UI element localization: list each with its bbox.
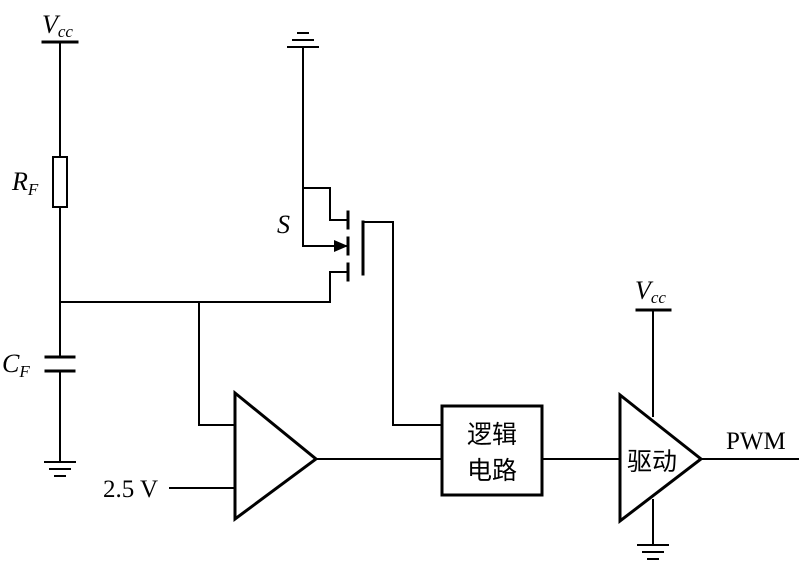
output-label: PWM — [726, 428, 786, 455]
pwm-output: PWM — [700, 428, 799, 460]
ground-driver — [637, 544, 669, 560]
mosfet-switch: S — [277, 187, 443, 426]
resistor-label: RF — [11, 167, 39, 199]
capacitor-cf: CF — [2, 349, 76, 381]
vcc-supply-top: Vcc — [41, 10, 79, 44]
node-wires — [59, 271, 331, 426]
logic-block-line1: 逻辑 — [467, 420, 517, 449]
vcc-top-label: Vcc — [42, 10, 73, 41]
logic-circuit-block: 逻辑 电路 — [440, 404, 621, 497]
ground-left — [44, 461, 76, 477]
vcc-driver-label: Vcc — [635, 276, 666, 307]
resistor-rf: RF — [11, 156, 68, 208]
ground-switch — [287, 32, 319, 189]
capacitor-label: CF — [2, 349, 30, 381]
switch-label: S — [277, 210, 290, 239]
driver-buffer: 驱动 — [618, 391, 704, 546]
logic-block-line2: 电路 — [467, 456, 517, 485]
driver-label: 驱动 — [627, 447, 677, 476]
reference-voltage-label: 2.5 V — [103, 476, 158, 503]
comparator: 2.5 V — [103, 389, 443, 522]
mosfet-arrow-icon — [334, 240, 348, 252]
vcc-supply-driver: Vcc — [635, 276, 672, 417]
